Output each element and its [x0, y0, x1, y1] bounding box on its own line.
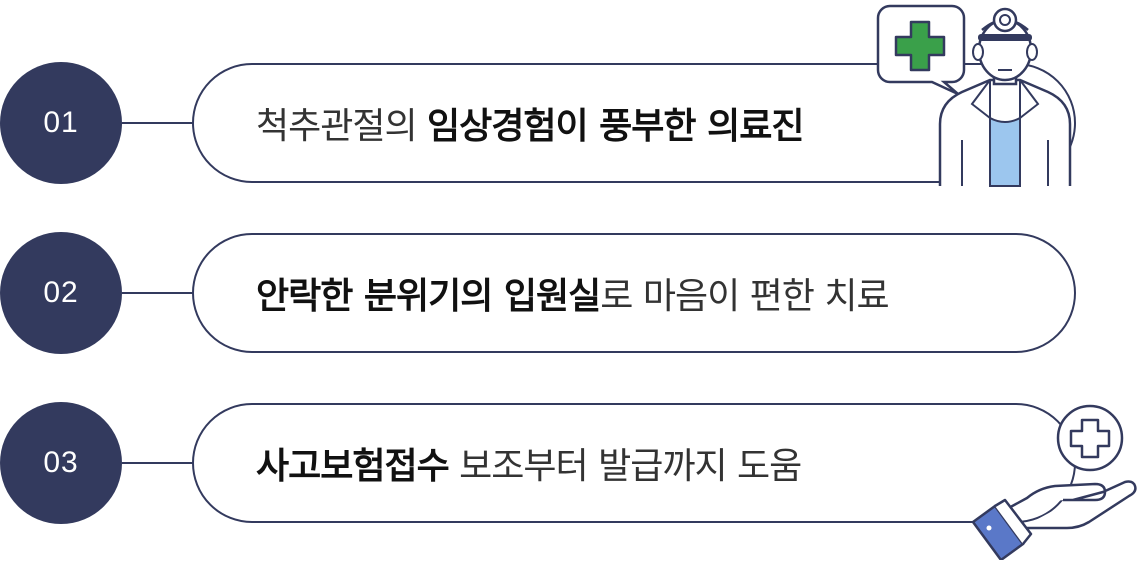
number-badge-3: 03	[0, 402, 122, 524]
feature-text-2: 안락한 분위기의 입원실로 마음이 편한 치료	[256, 267, 890, 319]
number-badge-1: 01	[0, 62, 122, 184]
number-badge-2: 02	[0, 232, 122, 354]
feature-text-3: 사고보험접수 보조부터 발급까지 도움	[256, 437, 802, 489]
connector-line-2	[122, 292, 194, 294]
feature-row-3: 03 사고보험접수 보조부터 발급까지 도움	[0, 402, 1139, 532]
feature-pill-2: 안락한 분위기의 입원실로 마음이 편한 치료	[192, 233, 1076, 353]
doctor-icon	[876, 4, 1072, 187]
hand-medical-cross-icon	[971, 404, 1137, 560]
connector-line-3	[122, 462, 194, 464]
feature-text-2-bold: 안락한 분위기의 입원실	[256, 276, 601, 317]
feature-text-1-normal: 척추관절의	[256, 106, 428, 147]
feature-pill-3: 사고보험접수 보조부터 발급까지 도움	[192, 403, 1076, 523]
feature-row-2: 02 안락한 분위기의 입원실로 마음이 편한 치료	[0, 232, 1139, 362]
feature-text-3-bold: 사고보험접수	[256, 446, 450, 487]
feature-text-3-normal: 보조부터 발급까지 도움	[448, 446, 802, 487]
feature-text-1-bold: 임상경험이 풍부한 의료진	[427, 106, 804, 147]
feature-text-1: 척추관절의 임상경험이 풍부한 의료진	[256, 97, 804, 149]
connector-line-1	[122, 122, 194, 124]
feature-text-2-normal: 로 마음이 편한 치료	[600, 276, 889, 317]
